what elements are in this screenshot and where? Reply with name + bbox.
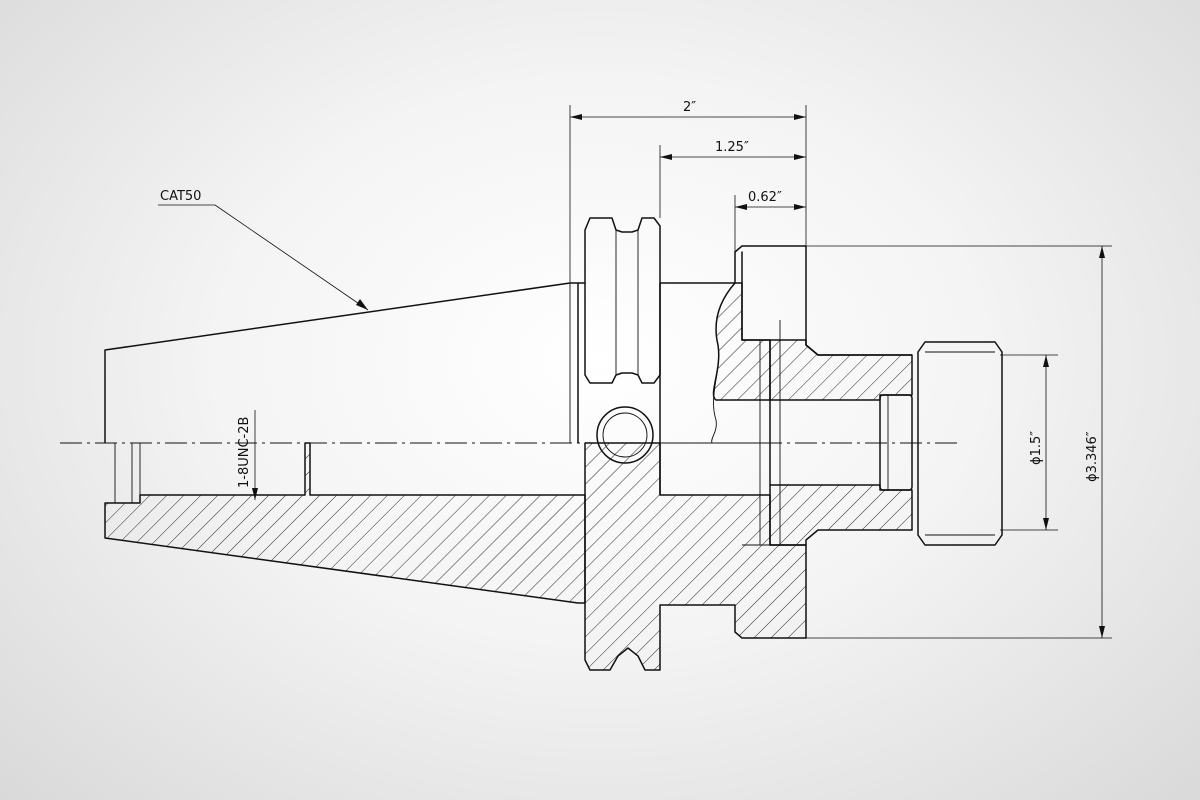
label-dia-pilot: ϕ1.5″ (1029, 431, 1044, 465)
label-taper: CAT50 (160, 189, 201, 204)
dimension-lines (158, 105, 1112, 639)
label-len-total: 2″ (683, 100, 696, 115)
label-len-short: 0.62″ (748, 190, 782, 205)
clamp-nut (917, 341, 1003, 546)
flange-section (584, 442, 807, 671)
flange (569, 217, 735, 464)
label-thread: 1-8UNC-2B (237, 417, 252, 488)
label-len-mid: 1.25″ (715, 140, 749, 155)
label-dia-flange: ϕ3.346″ (1085, 431, 1100, 482)
